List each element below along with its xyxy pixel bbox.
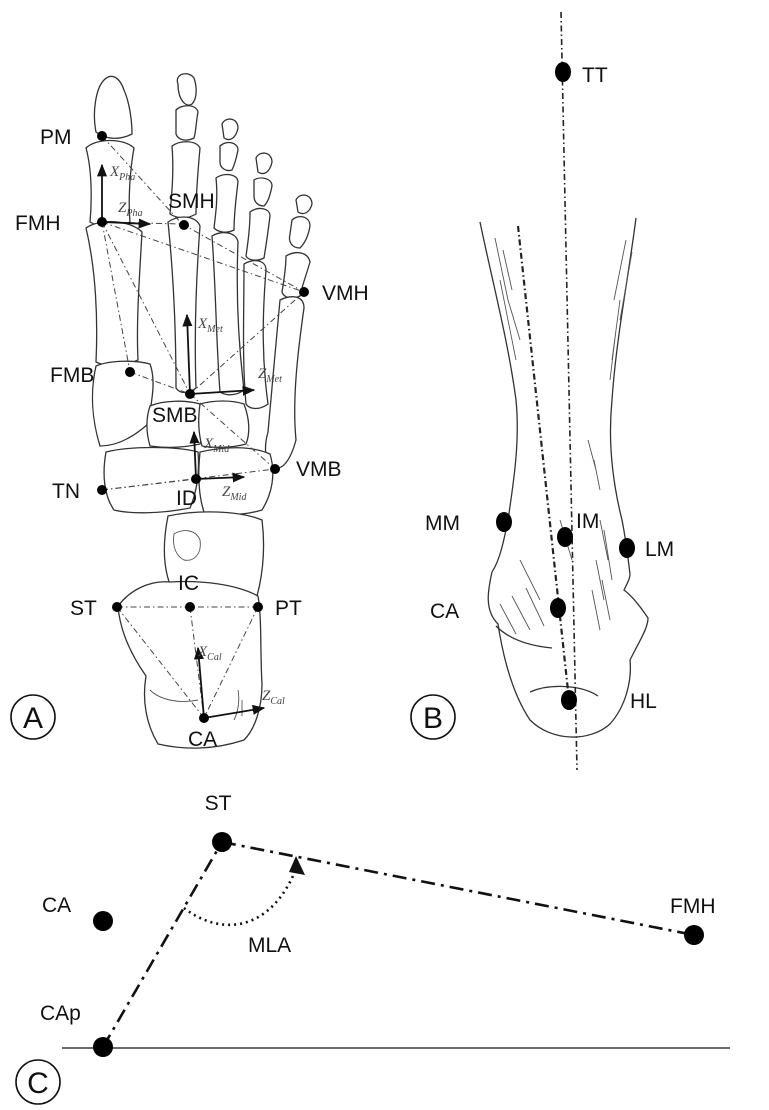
- landmark-label-id: ID: [176, 487, 197, 510]
- panel-letter-c: C: [27, 1067, 49, 1100]
- landmark-label-st-c: ST: [205, 792, 232, 815]
- landmark-marker-im: [557, 527, 573, 547]
- landmark-marker-tt: [555, 62, 571, 82]
- landmark-label-pt: PT: [275, 597, 302, 620]
- landmark-label-mm: MM: [425, 512, 460, 535]
- landmark-marker-st: [112, 602, 122, 612]
- landmark-marker-ca: [199, 713, 209, 723]
- landmark-label-lm: LM: [645, 538, 674, 561]
- landmark-marker-vmh: [299, 287, 309, 297]
- panel-c-letter-badge: C: [16, 1060, 60, 1104]
- landmark-label-tn: TN: [52, 480, 80, 503]
- landmark-marker-smh: [179, 220, 189, 230]
- panel-letter-a: A: [23, 702, 43, 735]
- panel-letter-b: B: [423, 702, 443, 735]
- mla-angle-arc: [184, 864, 298, 925]
- landmark-marker-tn: [97, 485, 107, 495]
- landmark-marker-pt: [253, 602, 263, 612]
- panel-c-arch-diagram: ST CA FMH CAp MLA: [40, 792, 730, 1057]
- landmark-label-fmh: FMH: [15, 212, 61, 235]
- landmark-marker-id: [191, 474, 201, 484]
- landmark-label-fmb: FMB: [50, 364, 94, 387]
- landmark-marker-fmh: [97, 217, 107, 227]
- landmark-label-vmb: VMB: [296, 458, 342, 481]
- landmark-label-smb: SMB: [152, 404, 198, 427]
- landmark-marker-ca-b: [550, 598, 566, 618]
- panel-a-letter-badge: A: [11, 695, 55, 739]
- landmark-marker-pm: [97, 131, 107, 141]
- panel-b-axis-lines: [518, 12, 577, 770]
- landmark-label-st: ST: [70, 597, 97, 620]
- mla-angle-label: MLA: [248, 934, 291, 957]
- landmark-marker-smb: [185, 389, 195, 399]
- landmark-label-tt: TT: [582, 64, 608, 87]
- landmark-label-smh: SMH: [168, 190, 215, 213]
- landmark-marker-cap: [93, 1037, 113, 1057]
- landmark-marker-ca-c: [93, 911, 113, 931]
- panel-b-landmark-labels: TT MM IM LM CA HL: [425, 64, 674, 713]
- panel-b-landmark-markers: [496, 62, 635, 710]
- landmark-label-vmh: VMH: [322, 282, 369, 305]
- landmark-marker-ic: [185, 602, 195, 612]
- axis-label-z-cal: ZCal: [262, 688, 285, 707]
- panel-b-letter-badge: B: [411, 695, 455, 739]
- landmark-label-ca: CA: [188, 728, 217, 751]
- landmark-marker-st-c: [212, 832, 232, 852]
- landmark-marker-fmh-c: [684, 925, 704, 945]
- landmark-label-im: IM: [576, 510, 599, 533]
- landmark-marker-vmb: [270, 464, 280, 474]
- landmark-label-cap: CAp: [40, 1002, 81, 1025]
- landmark-marker-hl: [561, 690, 577, 710]
- landmark-label-fmh-c: FMH: [670, 895, 716, 918]
- landmark-label-ic: IC: [178, 572, 199, 595]
- landmark-marker-mm: [496, 512, 512, 532]
- landmark-label-hl: HL: [630, 690, 657, 713]
- landmark-label-ca-c: CA: [42, 894, 71, 917]
- landmark-label-pm: PM: [40, 126, 72, 149]
- mla-arc-arrowhead: [289, 856, 305, 875]
- landmark-marker-fmb: [125, 367, 135, 377]
- landmark-marker-lm: [619, 538, 635, 558]
- landmark-label-ca-b: CA: [430, 600, 459, 623]
